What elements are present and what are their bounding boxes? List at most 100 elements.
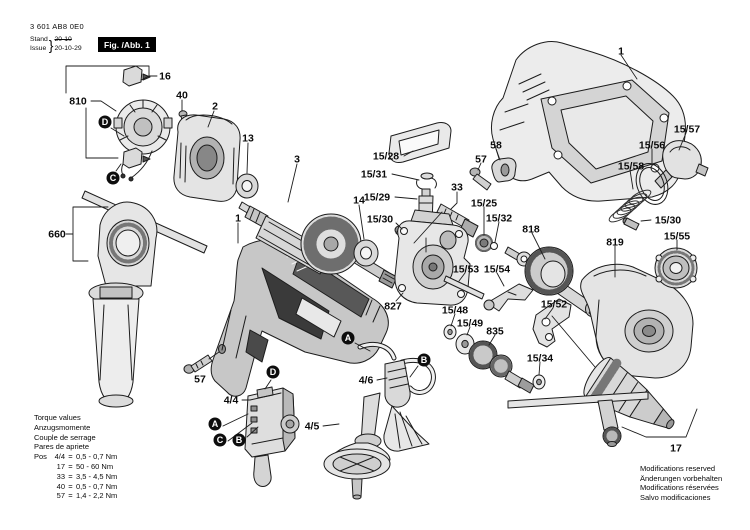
part-label-15-57: 15/57 [674,124,700,136]
part-label-15-48: 15/48 [442,305,468,317]
part-label-15-30: 15/30 [655,215,681,227]
part-housing-right [490,41,686,202]
svg-text:A: A [345,333,352,343]
part-label-810: 810 [69,96,87,108]
part-flange-15-55 [654,247,698,289]
part-label-40: 40 [176,90,188,102]
part-label-58: 58 [490,140,502,152]
letter-marker-D: D [266,365,280,379]
part-nut-15-25 [475,234,493,252]
letter-marker-B: B [417,353,431,367]
document-part-number: 3 601 AB8 0E0 [30,22,84,31]
part-label-4-5: 4/5 [305,421,320,433]
torque-title-es: Pares de apriete [34,442,90,452]
part-label-14: 14 [353,195,365,207]
revision-brace: } [48,36,54,53]
torque-row: 40=0,5 - 0,7 Nm [56,481,118,491]
part-label-15-29: 15/29 [364,192,390,204]
issue-value: 20-10-29 [54,44,82,52]
letter-marker-C: C [213,433,227,447]
part-oring-15-56 [635,163,669,205]
part-label-15-30: 15/30 [367,214,393,226]
footer-note: Änderungen vorbehalten [640,473,723,483]
part-clip-15-31 [416,172,437,190]
letter-marker-B: B [232,433,246,447]
footer-note: Salvo modificaciones [640,492,711,502]
part-switch-4-4 [244,386,300,487]
part-label-835: 835 [486,326,504,338]
svg-text:B: B [421,355,428,365]
part-chuck-key-17 [507,391,649,447]
part-label-2: 2 [212,101,218,113]
torque-title-en: Torque values [34,413,81,422]
svg-text:D: D [270,367,277,377]
figure-label-badge: Fig. /Abb. 1 [98,37,156,52]
torque-row: 57=1,4 - 2,2 Nm [56,491,118,501]
labels-layer: 16 810 40 2 13 3 14 15/28 15/31 15/29 15/30 1 660 33 5… [48,46,700,455]
part-washer-15-34 [532,374,546,390]
part-label-57: 57 [194,374,206,386]
part-label-33: 33 [451,182,463,194]
svg-text:B: B [236,435,243,445]
part-label-818: 818 [522,224,540,236]
part-label-15-55: 15/55 [664,231,690,243]
svg-text:C: C [217,435,224,445]
svg-text:C: C [110,173,117,183]
part-label-57: 57 [475,154,487,166]
part-gear-cover-819 [580,263,694,379]
part-label-15-56: 15/56 [639,140,665,152]
letter-marker-C: C [106,171,120,185]
revision-block: Stand Issue } 20-10 20-10-29 [30,36,82,53]
torque-table: Torque values Anzugsmomente Couple de se… [34,413,117,501]
part-label-15-49: 15/49 [457,318,483,330]
letter-marker-A: A [208,417,222,431]
part-label-13: 13 [242,133,254,145]
part-cover-15-28 [388,122,452,163]
part-label-15-53: 15/53 [453,264,479,276]
part-aux-handle-660 [81,190,208,408]
part-label-1: 1 [618,46,624,58]
svg-text:A: A [212,419,219,429]
torque-row: 33=3,5 - 4,5 Nm [56,471,118,481]
part-bearing-13 [235,173,259,199]
part-ring-15-32 [490,242,498,250]
part-label-4-4: 4/4 [224,395,239,407]
part-label-17: 17 [670,443,682,455]
part-pin-15-30-right [622,217,640,231]
part-fork-15-54 [483,283,534,312]
part-label-15-52: 15/52 [541,299,567,311]
part-label-827: 827 [384,301,402,313]
part-bearing-14 [353,239,379,267]
footer-note: Modifications reserved [640,464,716,473]
svg-text:D: D [102,117,109,127]
stand-label: Stand [30,36,48,43]
part-spindle-835 [443,324,535,394]
letter-marker-D: D [98,115,112,129]
torque-title-de: Anzugsmomente [34,422,91,432]
part-screw-57-top [469,167,492,191]
part-spring-15-58 [608,189,652,223]
part-label-15-28: 15/28 [373,151,399,163]
part-brush-plate-810 [113,99,173,182]
part-label-15-58: 15/58 [618,161,644,173]
part-label-16: 16 [159,71,171,83]
part-label-15-25: 15/25 [471,198,497,210]
part-bolt-33 [436,203,479,238]
issue-label: Issue [30,44,47,52]
part-label-3: 3 [294,154,300,166]
stand-value-struck: 20-10 [54,36,72,43]
part-label-660: 660 [48,229,66,241]
part-sleeve-58 [491,157,517,183]
part-label-15-34: 15/34 [527,353,553,365]
footer-note: Modifications réservées [640,483,719,493]
part-label-819: 819 [606,237,624,249]
torque-title-fr: Couple de serrage [34,432,96,442]
part-knob-15-57 [654,140,709,189]
leader-lines [65,54,698,442]
torque-row: 17=50 - 60 Nm [56,461,114,471]
part-armature-3 [238,201,398,289]
part-label-15-31: 15/31 [361,169,387,181]
